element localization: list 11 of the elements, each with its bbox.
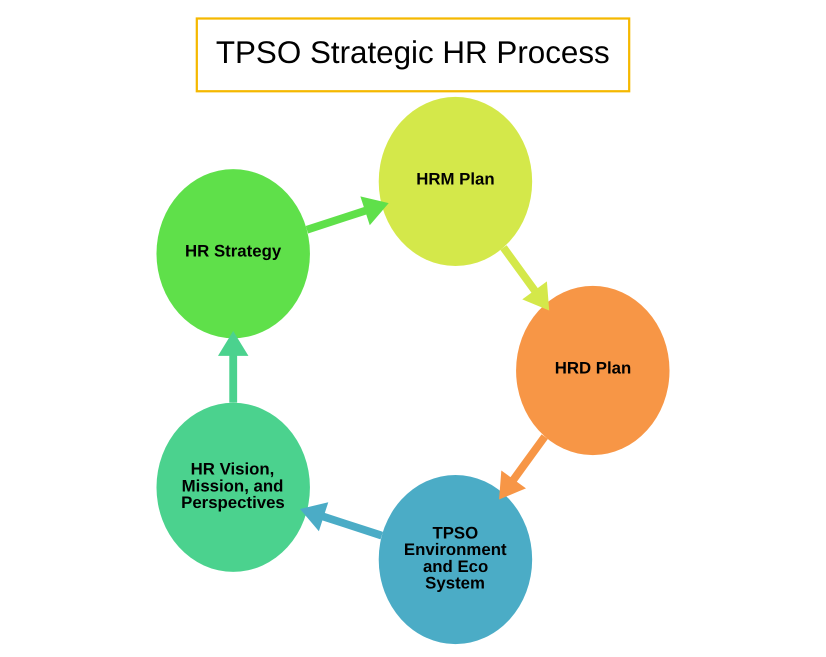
node-circle: HRM Plan xyxy=(378,96,532,266)
node-circle: HR Vision, Mission, and Perspectives xyxy=(156,402,310,572)
node-circle: HR Strategy xyxy=(156,169,310,338)
node-circle: TPSO Environment and Eco System xyxy=(378,474,532,644)
arrow xyxy=(499,434,548,500)
arrow xyxy=(306,196,389,234)
diagram-title: TPSO Strategic HR Process xyxy=(216,35,610,70)
arrow xyxy=(300,502,383,540)
arrow xyxy=(218,330,248,403)
arrow xyxy=(500,245,550,310)
node-circle: HRD Plan xyxy=(516,286,670,456)
